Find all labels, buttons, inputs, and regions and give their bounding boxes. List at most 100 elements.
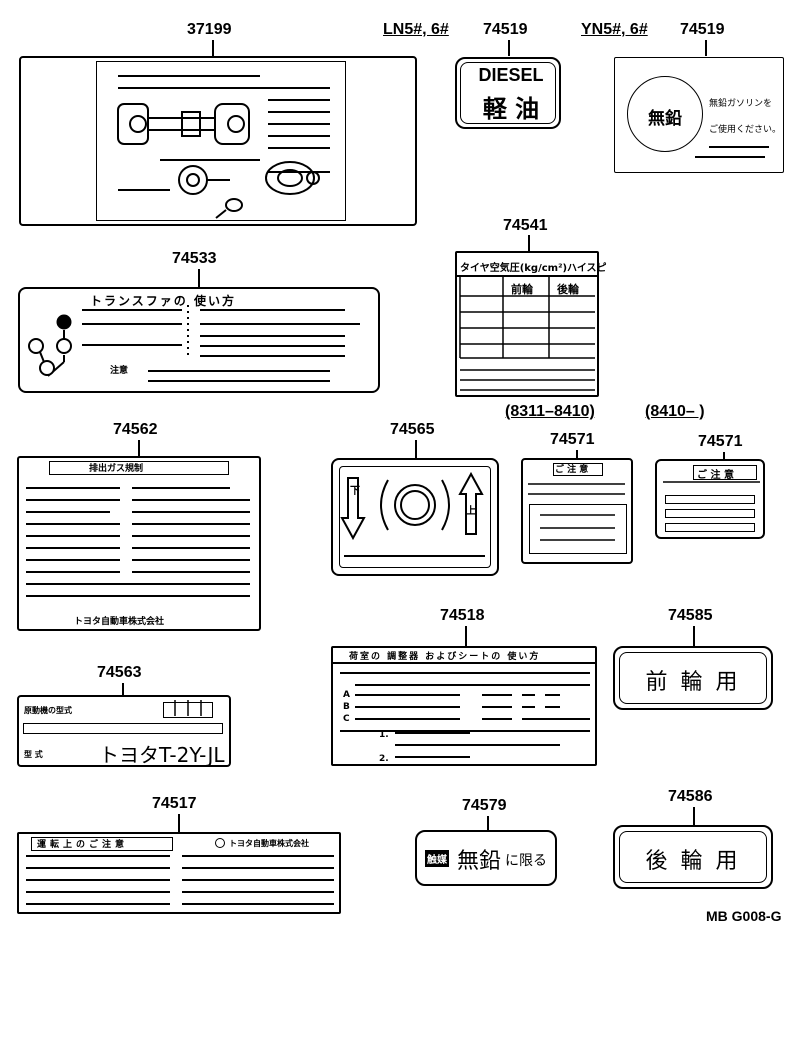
leader-74585 (693, 626, 695, 646)
caution-b-box-1 (665, 495, 755, 504)
part-number-74571-a: 74571 (550, 431, 595, 448)
seat-1: 1. (379, 730, 389, 740)
seat-b: B (343, 702, 350, 712)
rear-wheel-inner (619, 831, 767, 883)
label-74579: 触媒 無鉛 に限る (415, 830, 557, 886)
rear-wheel-text: 後 輪 用 (645, 849, 741, 874)
label-74533: トランスファの 使い方 注意 (18, 287, 380, 393)
leader-74565 (415, 440, 417, 458)
diesel-text: DIESEL (478, 65, 544, 85)
emission-title: 排出ガス規制 (89, 464, 144, 474)
unleaded-note-1: 無鉛ガソリンを (709, 99, 773, 109)
tire-title-rule (457, 275, 597, 277)
part-number-74533: 74533 (172, 250, 217, 267)
part-number-74518: 74518 (440, 607, 485, 624)
toyota-mark (215, 838, 225, 848)
leader-74517 (178, 814, 180, 832)
caution-b-box-2 (665, 509, 755, 518)
front-wheel-inner (619, 652, 767, 704)
leader-74562 (138, 440, 140, 456)
caution-b-title: ご 注 意 (697, 470, 734, 481)
leader-74563 (122, 683, 124, 695)
unleaded-line-2 (695, 156, 765, 158)
emission-maker: トヨタ自動車株式会社 (74, 617, 165, 627)
unleaded-note-2: ご使用ください。 (709, 125, 782, 135)
part-number-74586: 74586 (668, 788, 713, 805)
variant-yn: YN5#, 6# (581, 21, 648, 38)
emission-title-box (49, 461, 229, 475)
unleaded-line-1 (709, 146, 769, 148)
engine-type: トヨタT-2Y-JL (99, 743, 225, 767)
unleaded-text: 無鉛 (648, 109, 682, 129)
leader-37199 (212, 40, 214, 56)
label-74562: 排出ガス規制 トヨタ自動車株式会社 (17, 456, 261, 631)
seat-title: 荷室の 調整器 およびシートの 使い方 (349, 652, 541, 662)
part-number-37199: 37199 (187, 21, 232, 38)
part-number-74519-unleaded: 74519 (680, 21, 725, 38)
leader-74571-b (723, 452, 725, 460)
part-number-74519-diesel: 74519 (483, 21, 528, 38)
unleaded-only-suffix: に限る (505, 853, 547, 869)
seat-2: 2. (379, 754, 389, 764)
caution-a-inner-box (529, 504, 627, 554)
seat-a: A (343, 690, 350, 700)
driving-caution-maker: トヨタ自動車株式会社 (229, 839, 309, 848)
label-74585: 前 輪 用 (613, 646, 773, 710)
caution-b-title-box (693, 465, 757, 480)
label-74519-diesel-inner (460, 62, 556, 124)
variant-range-b: (8410– ) (645, 403, 705, 420)
leader-74519-b (705, 40, 707, 56)
lever-up: 上 (466, 506, 476, 517)
leader-74586 (693, 807, 695, 825)
tire-front: 前輪 (511, 283, 533, 296)
part-number-74585: 74585 (668, 607, 713, 624)
caution-a-title: ご 注 意 (555, 465, 589, 475)
caution-a-title-box (553, 463, 603, 476)
leader-74518 (465, 626, 467, 646)
seat-title-rule (333, 662, 595, 664)
part-number-74562: 74562 (113, 421, 158, 438)
catalyst-mark: 触媒 (425, 850, 449, 867)
label-74541: タイヤ空気圧(kg/cm²)ハイスピ 前輪 後輪 (455, 251, 607, 397)
leader-74519-a (508, 40, 510, 56)
transfer-caution: 注意 (110, 366, 129, 376)
part-number-74565: 74565 (390, 421, 435, 438)
unleaded-circle (627, 76, 703, 152)
driving-caution-title-box (31, 837, 173, 851)
label-74571-b: ご 注 意 (655, 459, 765, 539)
label-74517: 運転上のご注意 トヨタ自動車株式会社 (17, 832, 341, 914)
leader-74579 (487, 816, 489, 830)
caution-b-box-3 (665, 523, 755, 532)
variant-ln: LN5#, 6# (383, 21, 449, 38)
engine-model: 型 式 (24, 750, 43, 759)
front-wheel-text: 前 輪 用 (645, 670, 741, 695)
label-74563: 原動機の型式 型 式 トヨタT-2Y-JL (17, 695, 231, 767)
label-74519-unleaded: 無鉛 無鉛ガソリンを ご使用ください。 (614, 57, 784, 173)
driving-caution-title: 運転上のご注意 (37, 840, 129, 850)
diesel-jp-text: 軽 油 (482, 95, 540, 123)
leader-74541 (528, 235, 530, 251)
part-number-74563: 74563 (97, 664, 142, 681)
part-number-74517: 74517 (152, 795, 197, 812)
tire-title: タイヤ空気圧(kg/cm²)ハイスピ (460, 263, 607, 274)
part-number-74541: 74541 (503, 217, 548, 234)
leader-74533 (198, 269, 200, 287)
label-74571-a: ご 注 意 (521, 458, 633, 564)
tire-rear: 後輪 (557, 283, 579, 296)
engine-label: 原動機の型式 (24, 706, 72, 715)
engine-wide-box (23, 723, 223, 734)
transfer-title: トランスファの 使い方 (90, 294, 236, 308)
part-number-74579: 74579 (462, 797, 507, 814)
part-number-74571-b: 74571 (698, 433, 743, 450)
label-74519-diesel: DIESEL 軽 油 (455, 57, 561, 129)
lever-down: 下 (350, 486, 360, 497)
